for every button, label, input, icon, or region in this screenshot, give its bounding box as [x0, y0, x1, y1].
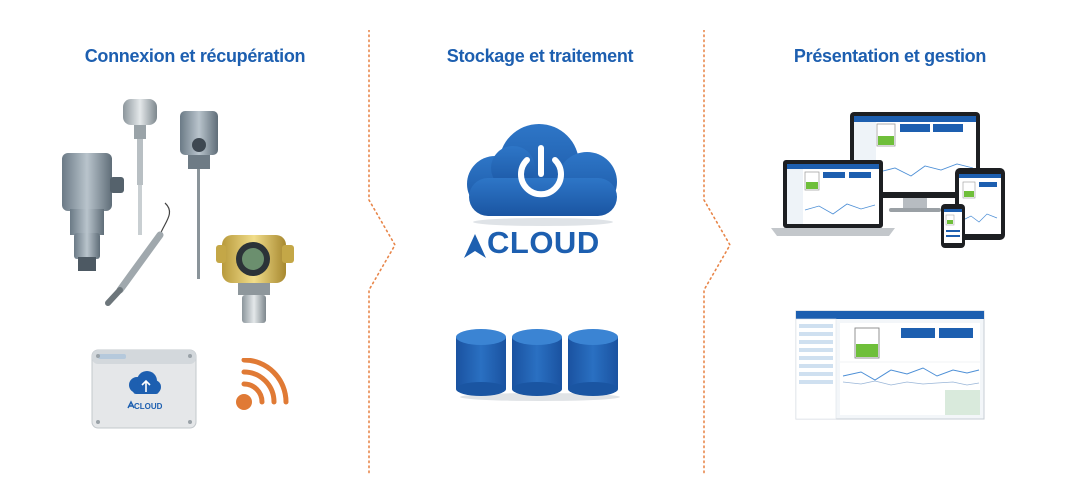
level-radar-sensor	[180, 111, 218, 279]
column-title-connexion: Connexion et récupération	[84, 46, 306, 66]
box-brand-label: CLOUD	[134, 402, 163, 411]
column-title-presentation: Présentation et gestion	[793, 46, 987, 66]
temperature-probe	[123, 99, 157, 235]
database-icon	[512, 329, 562, 396]
wifi-signal-icon	[236, 358, 289, 410]
power-icon	[518, 145, 564, 198]
divider-chevron-left	[368, 30, 396, 475]
tablet	[955, 168, 1005, 240]
phone	[941, 204, 965, 248]
database-icon	[568, 329, 618, 396]
dashboard-screenshot	[795, 310, 985, 420]
divider-chevron-right	[703, 30, 731, 475]
laptop	[771, 160, 895, 236]
gateway-box	[91, 349, 197, 429]
sensors-illustration	[62, 99, 294, 323]
pressure-transmitter	[62, 153, 124, 271]
databases-illustration	[456, 329, 620, 401]
cloud-icon	[467, 124, 617, 226]
devices-illustration	[771, 112, 1005, 248]
database-icon	[456, 329, 506, 396]
cloud-upload-icon	[129, 371, 161, 394]
column-title-stockage: Stockage et traitement	[446, 46, 634, 66]
submersible-probe	[105, 202, 171, 306]
cloud-logo-mark-icon	[464, 234, 486, 258]
gas-detector	[216, 235, 294, 323]
cloud-logo-text: CLOUD	[487, 225, 600, 260]
